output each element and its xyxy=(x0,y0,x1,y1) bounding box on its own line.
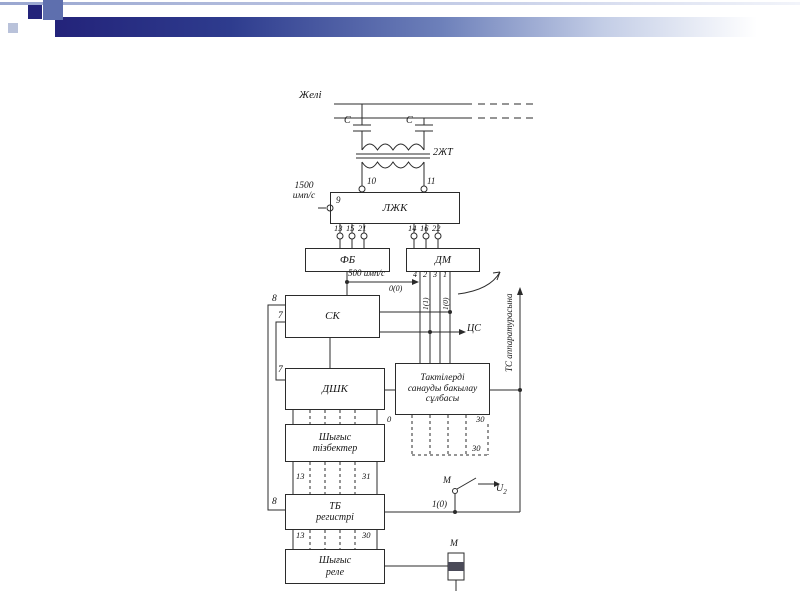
m-relay-label: М xyxy=(450,539,458,549)
capacitor-right-icon xyxy=(415,118,433,150)
m-relay-icon xyxy=(385,552,465,591)
pin-15-label: 15 xyxy=(346,223,355,233)
bus-4-label: 4 xyxy=(413,270,417,279)
right-rail xyxy=(385,288,521,513)
decor-square-navy xyxy=(28,5,42,19)
decor-top-line xyxy=(0,2,800,5)
pin-7-sk-label: 7 xyxy=(278,311,283,321)
cap-right-label: С xyxy=(406,115,413,126)
value-11-label: 1(1) xyxy=(421,297,430,311)
pin-7-dshk-label: 7 xyxy=(278,365,283,375)
outchains-tb-bus xyxy=(292,462,378,494)
u2-base: U xyxy=(496,483,504,494)
tb-relay-bus xyxy=(292,530,378,549)
pin-13b-label: 13 xyxy=(296,530,305,540)
takt-control-box: Тактілерді санауды бакылау сұлбасы xyxy=(395,363,490,415)
dshk-outchains-bus xyxy=(292,410,378,424)
pin-31-label: 31 xyxy=(362,471,371,481)
lzhk-box: ЛЖК xyxy=(330,192,460,224)
transmission-line xyxy=(334,103,536,119)
u2-sub: 2 xyxy=(503,488,507,496)
sk-box: СК xyxy=(285,295,380,338)
output-chains-box: Шығыс тізбектер xyxy=(285,424,385,462)
pin-21-label: 21 xyxy=(358,223,367,233)
tb-register-box: ТБ регистрі xyxy=(285,494,385,530)
pin-9-label: 9 xyxy=(336,195,341,205)
sk-taps xyxy=(380,311,459,333)
bus-2-label: 2 xyxy=(423,270,427,279)
arrowheads-and-junctions xyxy=(345,279,523,514)
m-switch-icon xyxy=(452,477,494,512)
lzhk-bottom-pins xyxy=(336,224,442,248)
ts-apparatus-label: ТС аппаратурасына xyxy=(504,293,514,372)
decor-square-small xyxy=(8,23,18,33)
value-1-0-label: 1(0) xyxy=(432,499,447,509)
pin-14-label: 14 xyxy=(408,223,417,233)
cs-label: ЦС xyxy=(467,323,481,334)
output-relay-box: Шығыс реле xyxy=(285,549,385,584)
dm-box: ДМ xyxy=(406,248,480,272)
range-30-mid-label: 30 xyxy=(472,443,481,453)
pin-8-sk-label: 8 xyxy=(272,294,277,304)
pin-13-label: 13 xyxy=(334,223,343,233)
value-00-label: 0(0) xyxy=(389,284,403,293)
bus-3-label: 3 xyxy=(433,270,437,279)
pin-11-label: 11 xyxy=(427,176,436,186)
net-label: Желі xyxy=(299,89,322,101)
m-switch-label: М xyxy=(443,476,451,486)
sk-dshk-link xyxy=(329,338,395,391)
transformer-label: 2ЖТ xyxy=(433,147,453,158)
left-feedback-lines xyxy=(267,304,285,511)
transformer-icon xyxy=(356,143,430,186)
pin-10-label: 10 xyxy=(367,176,376,186)
pin-16-label: 16 xyxy=(420,223,429,233)
pin-22-label: 22 xyxy=(432,223,441,233)
range-0-label: 0 xyxy=(387,414,392,424)
decor-title-bar xyxy=(55,17,757,37)
pin-30-label: 30 xyxy=(362,530,371,540)
bus-1-label: 1 xyxy=(443,270,447,279)
pulse-500-label: 500 имп/с xyxy=(348,268,385,278)
range-30-top-label: 30 xyxy=(476,414,485,424)
cap-left-label: С xyxy=(344,115,351,126)
pin-13a-label: 13 xyxy=(296,471,305,481)
pin-8-tb-label: 8 xyxy=(272,497,277,507)
u2-label: U2 xyxy=(496,472,507,497)
decor-square-blue xyxy=(43,0,63,20)
takt-dashed-bus xyxy=(411,415,489,456)
dshk-box: ДШК xyxy=(285,368,385,410)
tc-arrow xyxy=(457,271,501,295)
dm-bus-lines xyxy=(419,272,451,363)
capacitor-left-icon xyxy=(353,104,371,150)
pulse-1500-label: 1500 имп/с xyxy=(292,181,316,202)
value-10-bus-label: 1(0) xyxy=(441,297,450,311)
fb-box: ФБ xyxy=(305,248,390,272)
